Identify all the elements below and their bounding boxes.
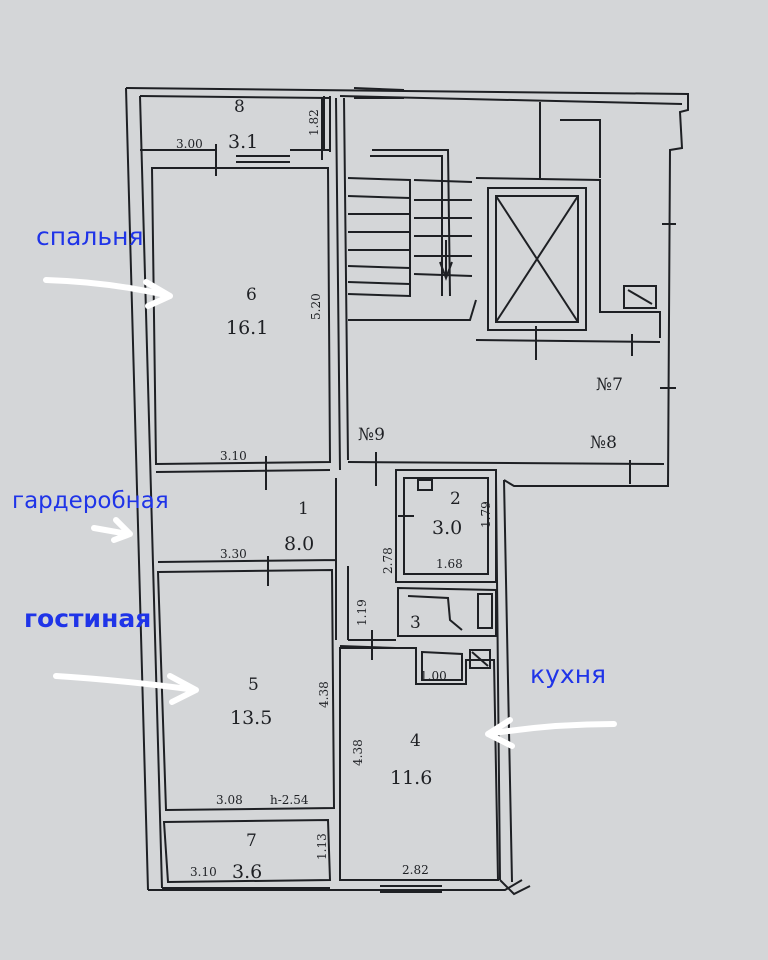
kitchen-niche	[421, 650, 463, 681]
label-bedroom: спальня	[36, 222, 144, 251]
mark-n8: №8	[590, 433, 617, 453]
outer-wall-bottom	[148, 879, 523, 891]
stair-left-wall	[335, 97, 349, 471]
outer-wall-right-lower	[495, 479, 513, 883]
label-kitchen: кухня	[530, 660, 607, 689]
outer-wall-left	[125, 87, 163, 891]
arrow-kitchen	[485, 717, 617, 749]
dim-3-08: 3.08	[216, 793, 243, 807]
dim-1-68: 1.68	[436, 557, 463, 571]
room-6-number: 6	[246, 285, 257, 305]
outer-wall-inner	[139, 95, 683, 105]
dim-3-10-top: 3.10	[220, 449, 247, 463]
room-3-number: 3	[410, 613, 421, 633]
room-7-area: 3.6	[232, 861, 262, 883]
dimension-labels: 3.00 1.82 5.20 3.10 3.30 2.78 1.79 1.68 …	[176, 109, 493, 879]
room-8-number: 8	[234, 97, 245, 117]
dim-1-00: 1.00	[420, 669, 447, 683]
room-5-walls	[156, 568, 336, 812]
room-8-area: 3.1	[228, 131, 258, 153]
stair-marks: №7 №8 №9	[358, 375, 623, 453]
dim-1-19: 1.19	[355, 599, 369, 626]
dim-4-38-right: 4.38	[317, 681, 331, 708]
dim-3-10-bottom: 3.10	[190, 865, 217, 879]
room-7-number: 7	[246, 831, 257, 851]
room-1-number: 1	[298, 499, 309, 519]
doorways	[335, 566, 397, 649]
stair-landing	[347, 299, 665, 465]
room-2-area: 3.0	[432, 517, 462, 539]
corridor-walls	[155, 469, 337, 566]
room-6-walls	[150, 167, 332, 466]
room-3-walls	[397, 586, 497, 637]
tick-marks	[215, 98, 676, 660]
label-wardrobe: гардеробная	[12, 488, 169, 514]
dim-1-79: 1.79	[479, 501, 493, 528]
label-living: гостиная	[24, 604, 152, 633]
balcony-8-wall	[140, 96, 331, 152]
mark-n7: №7	[596, 375, 623, 395]
room-6-area: 16.1	[226, 317, 268, 339]
mark-n9: №9	[358, 425, 385, 445]
kitchen-window	[380, 885, 442, 893]
arrow-wardrobe	[91, 517, 133, 543]
vent-shaft	[623, 285, 657, 309]
room-5-number: 5	[248, 675, 259, 695]
room-labels: 8 3.1 6 16.1 1 8.0 2 3.0 3 5 13.5 4 11.6…	[226, 97, 462, 883]
dim-3-30: 3.30	[220, 547, 247, 561]
elevator-shaft	[475, 102, 661, 343]
room-7-walls	[162, 818, 332, 884]
dim-height: h-2.54	[270, 793, 309, 807]
room-2-number: 2	[450, 489, 461, 509]
dim-3-00: 3.00	[176, 137, 203, 151]
dim-5-20: 5.20	[309, 293, 323, 320]
outer-wall	[125, 87, 689, 487]
dim-1-82: 1.82	[307, 109, 321, 136]
dim-1-13: 1.13	[315, 833, 329, 860]
room-4-area: 11.6	[390, 767, 432, 789]
room-1-area: 8.0	[284, 533, 314, 555]
dim-4-38-left: 4.38	[351, 739, 365, 766]
room-5-area: 13.5	[230, 707, 272, 729]
staircase	[347, 149, 473, 298]
top-window	[353, 87, 405, 99]
room-4-walls	[339, 647, 500, 881]
dim-2-82: 2.82	[402, 863, 429, 877]
dim-2-78: 2.78	[381, 547, 395, 574]
room-6-window	[236, 155, 290, 163]
room-4-number: 4	[410, 731, 421, 751]
arrow-living	[53, 673, 199, 705]
arrow-bedroom	[43, 277, 173, 309]
